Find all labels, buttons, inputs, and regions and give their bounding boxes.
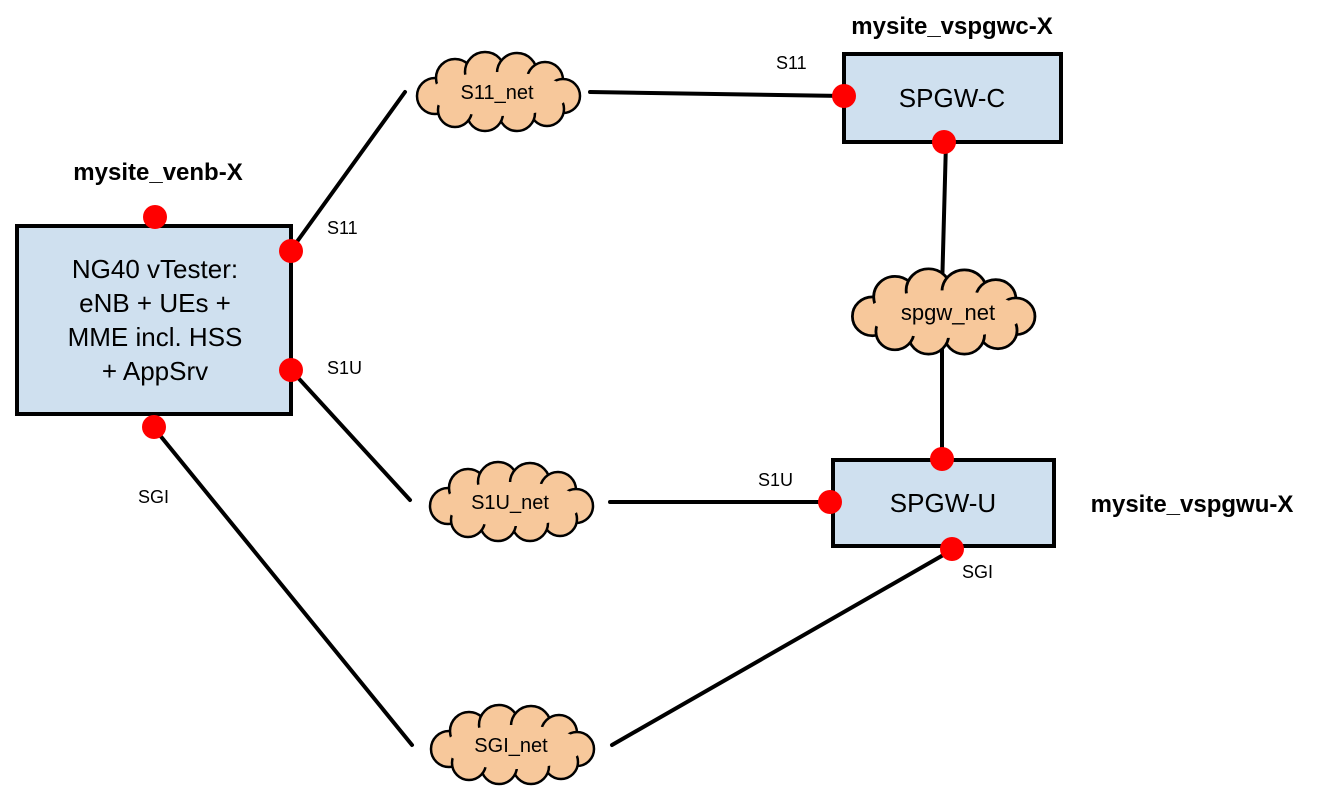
vtester-sgi-label: SGI	[138, 487, 169, 507]
spgwc-s11-label: S11	[776, 53, 807, 73]
s1u-net-label: S1U_net	[471, 492, 549, 514]
host-label-vspgwc: mysite_vspgwc-X	[851, 13, 1052, 40]
link-vtester-s11net	[289, 90, 407, 252]
spgwu-label: SPGW-U	[890, 488, 996, 518]
spgwu-s1u-label: S1U	[758, 470, 793, 490]
link-vtester-s1unet	[289, 368, 412, 502]
vtester-sgi-port	[142, 415, 166, 439]
link-s11net-spgwc	[588, 90, 846, 98]
vtester-label-line-2: eNB + UEs +	[79, 288, 231, 318]
host-label-vspgwu: mysite_vspgwu-X	[1091, 491, 1294, 518]
spgwu-node	[831, 458, 1056, 548]
spgwu-sgi-port	[940, 537, 964, 561]
vtester-s11-port	[279, 239, 303, 263]
vtester-node	[15, 224, 293, 416]
spgw-net-label: spgw_net	[901, 300, 995, 325]
link-sginet-spgwu	[610, 548, 954, 747]
spgwc-bottom-port	[932, 130, 956, 154]
link-vtester-sginet	[152, 426, 414, 747]
spgwu-sgi-label: SGI	[962, 562, 993, 582]
vtester-s1u-port	[279, 358, 303, 382]
vtester-top-port	[143, 205, 167, 229]
host-label-venb: mysite_venb-X	[73, 159, 242, 186]
vtester-s11-label: S11	[327, 218, 358, 238]
spgwc-s11-port	[832, 84, 856, 108]
vtester-s1u-label: S1U	[327, 358, 362, 378]
s11-net-label: S11_net	[460, 82, 533, 104]
vtester-label-line-1: NG40 vTester:	[72, 254, 238, 284]
spgwu-s1u-port	[818, 490, 842, 514]
sgi-net-label: SGI_net	[474, 735, 548, 757]
spgwc-node	[842, 52, 1063, 144]
vtester-label-line-3: MME incl. HSS	[68, 322, 243, 352]
spgwc-label: SPGW-C	[899, 83, 1005, 113]
link-spgwc-spgwnet	[940, 140, 948, 292]
vtester-label-line-4: + AppSrv	[102, 356, 208, 386]
spgwu-top-port	[930, 447, 954, 471]
